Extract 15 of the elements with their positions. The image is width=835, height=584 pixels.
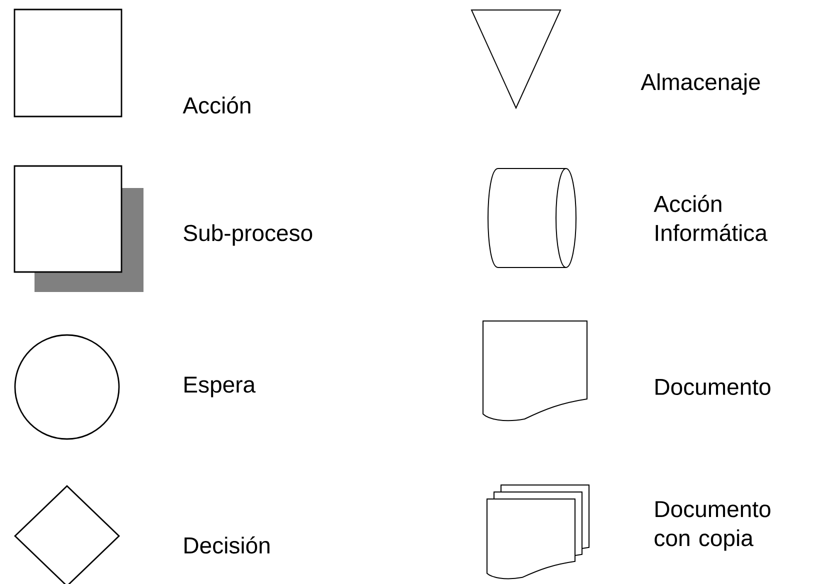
shape-label: Sub-proceso	[184, 224, 312, 246]
shadowed-box	[14, 165, 144, 292]
shape-label: Decisión	[184, 536, 270, 554]
shape-label: Acción	[182, 96, 250, 114]
shape-label: Acción Informática	[654, 194, 768, 242]
shape-label: Documento	[656, 378, 770, 396]
process-box	[14, 8, 122, 118]
cylinder-symbol	[488, 168, 576, 268]
circle-symbol	[14, 334, 120, 440]
shape-label: Espera	[184, 376, 256, 398]
shape-label: Almacenaje	[640, 73, 760, 95]
decision-diamond	[14, 485, 120, 584]
document-symbol	[482, 320, 588, 422]
shape-label: Documento con copia	[654, 501, 770, 551]
multi-document-symbol	[486, 484, 590, 580]
